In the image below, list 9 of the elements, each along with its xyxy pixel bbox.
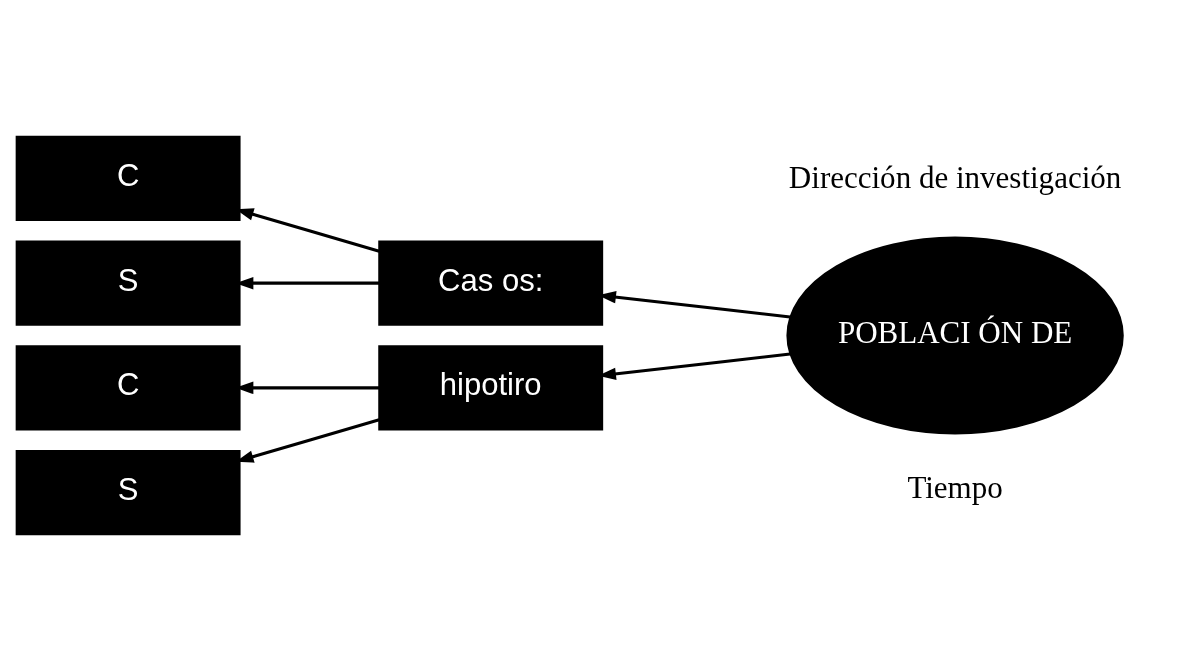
node-box: C xyxy=(15,135,241,221)
node-box: S xyxy=(15,240,241,326)
node-box: hipotiro xyxy=(378,344,604,430)
label: Dirección de investigación xyxy=(788,159,1122,195)
node-box: C xyxy=(15,344,241,430)
node-box: Cas os: xyxy=(378,240,604,326)
node-ellipse: POBLACI ÓN DE xyxy=(786,236,1124,434)
node-box: S xyxy=(15,449,241,535)
label: Tiempo xyxy=(907,469,1003,505)
